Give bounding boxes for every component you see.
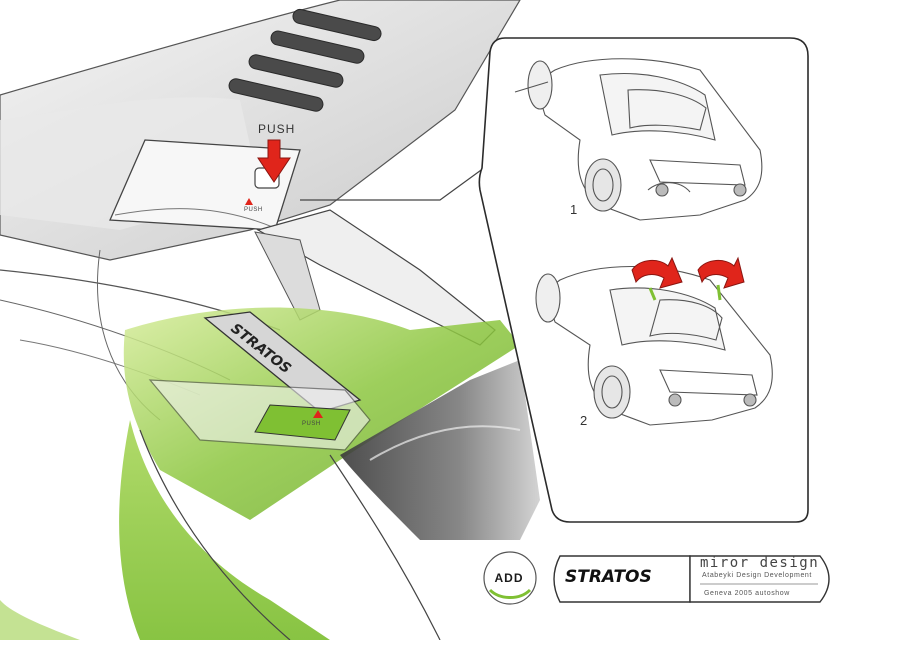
engine-vents <box>228 8 382 112</box>
adj-logo-icon <box>483 551 537 605</box>
car-sketch-closed <box>514 58 763 221</box>
inset-panel <box>478 37 809 523</box>
triangle-indicator-icon <box>245 198 253 205</box>
brand-plate <box>553 555 691 603</box>
studio-name: miror design <box>700 555 820 571</box>
callout-line <box>300 164 489 201</box>
open-arrow-icon <box>631 256 745 289</box>
step-number-2: 2 <box>580 413 588 428</box>
push-arrow-icon <box>257 139 291 183</box>
badge-plate <box>203 311 362 413</box>
studio-subtitle: Atabeyki Design Development <box>702 572 812 579</box>
car-sketch-open <box>535 266 773 426</box>
triangle-indicator-icon <box>313 410 323 418</box>
title-block <box>483 551 830 605</box>
push-label: PUSH <box>258 122 296 136</box>
main-rear-detail-sketch: STRATOS <box>0 0 540 641</box>
event-label: Geneva 2005 autoshow <box>704 590 790 597</box>
push-label-small-lower: PUSH <box>302 421 321 427</box>
adj-logo-text: ADD <box>494 571 524 585</box>
push-label-small-upper: PUSH <box>244 207 263 213</box>
brand-logo: STRATOS <box>565 567 652 587</box>
step-number-1: 1 <box>570 202 578 217</box>
